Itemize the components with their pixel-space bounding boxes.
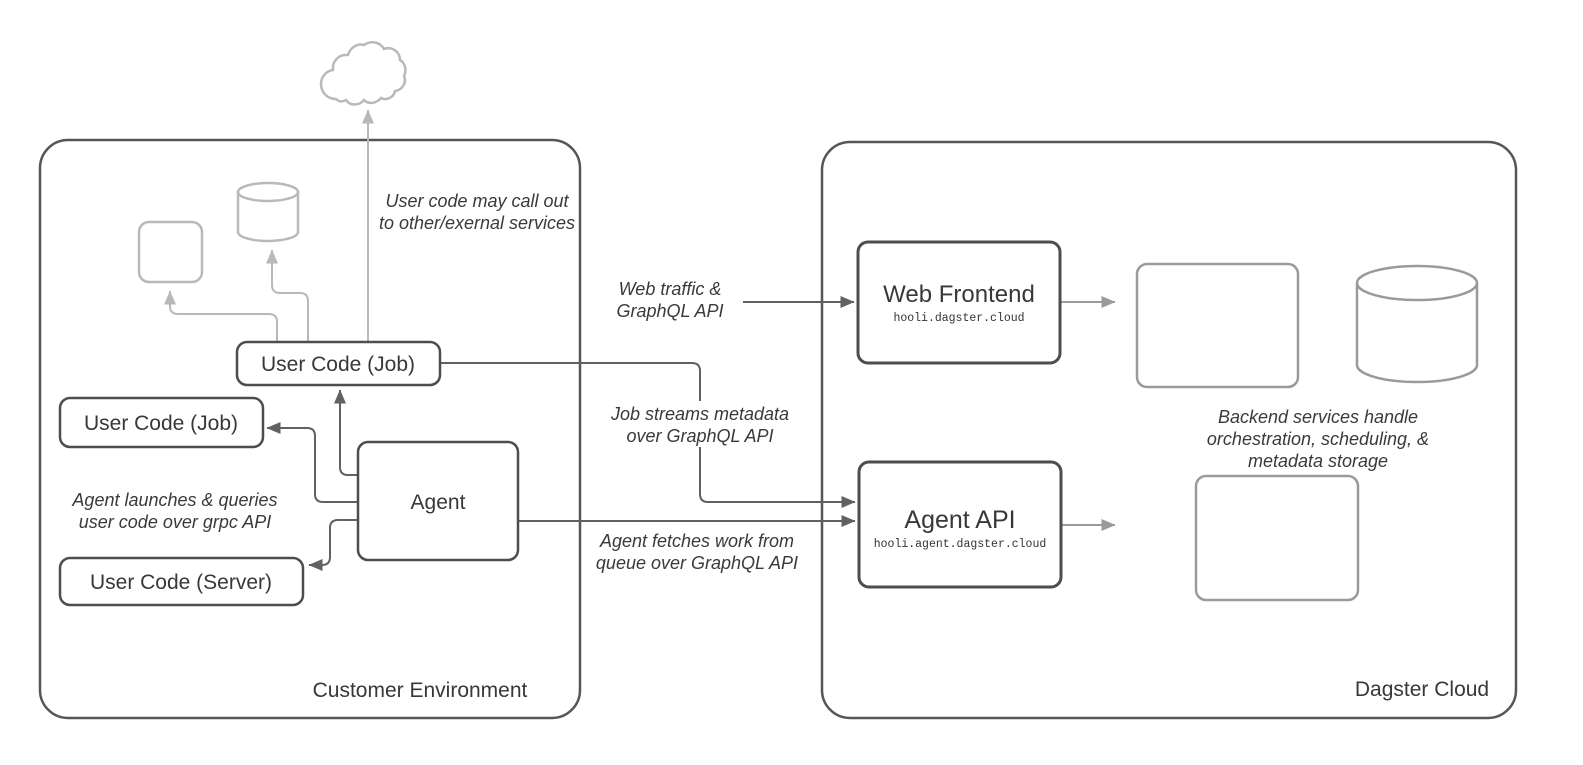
note-external-services: User code may call out to other/exernal …: [379, 191, 575, 233]
arrow-agent-to-job-left: [266, 422, 358, 503]
external-service-square: [137, 220, 204, 284]
cloud-icon: [319, 40, 407, 106]
user-code-job-left-label: User Code (Job): [84, 412, 238, 435]
backend-service-box-2: [1194, 474, 1360, 602]
svg-text:Backend services handle: Backend services handle: [1218, 407, 1418, 427]
note-web-traffic: Web traffic & GraphQL API: [616, 279, 723, 321]
svg-text:Web traffic &: Web traffic &: [619, 279, 722, 299]
customer-environment-label: Customer Environment: [313, 679, 528, 702]
svg-text:user code over grpc API: user code over grpc API: [79, 512, 271, 532]
node-web-frontend: Web Frontend hooli.dagster.cloud: [856, 240, 1062, 365]
agent-api-subtitle: hooli.agent.dagster.cloud: [874, 538, 1047, 551]
external-database-icon: [236, 181, 300, 243]
node-user-code-job-left: User Code (Job): [58, 396, 265, 449]
node-user-code-job-top: User Code (Job): [235, 340, 442, 387]
note-backend-services: Backend services handle orchestration, s…: [1207, 407, 1429, 471]
svg-text:over GraphQL API: over GraphQL API: [626, 426, 773, 446]
svg-text:Agent fetches work from: Agent fetches work from: [599, 531, 794, 551]
note-agent-launches: Agent launches & queries user code over …: [71, 490, 277, 532]
agent-label: Agent: [411, 491, 466, 514]
svg-text:GraphQL API: GraphQL API: [616, 301, 723, 321]
svg-text:Job streams metadata: Job streams metadata: [610, 404, 789, 424]
arrow-to-external-square: [164, 290, 278, 342]
note-agent-fetches: Agent fetches work from queue over Graph…: [596, 531, 798, 573]
node-agent: Agent: [356, 440, 520, 562]
web-frontend-subtitle: hooli.dagster.cloud: [893, 312, 1024, 325]
arrow-agent-to-server: [308, 519, 358, 571]
note-job-streams-bg: [608, 401, 792, 447]
svg-text:to other/exernal services: to other/exernal services: [379, 213, 575, 233]
svg-text:queue over GraphQL API: queue over GraphQL API: [596, 553, 798, 573]
svg-text:metadata storage: metadata storage: [1248, 451, 1388, 471]
user-code-server-label: User Code (Server): [90, 571, 272, 594]
node-user-code-server: User Code (Server): [58, 556, 305, 607]
dagster-cloud-label: Dagster Cloud: [1355, 678, 1489, 701]
svg-text:User code may call out: User code may call out: [385, 191, 569, 211]
note-job-streams: Job streams metadata over GraphQL API: [608, 401, 792, 447]
user-code-job-top-label: User Code (Job): [261, 353, 415, 376]
node-agent-api: Agent API hooli.agent.dagster.cloud: [857, 460, 1063, 589]
backend-database-icon: [1355, 264, 1479, 384]
svg-text:Agent launches & queries: Agent launches & queries: [71, 490, 277, 510]
backend-service-box-1: [1135, 262, 1300, 389]
web-frontend-label: Web Frontend: [883, 281, 1035, 308]
arrow-agent-launches-job: [334, 389, 358, 476]
agent-api-label: Agent API: [904, 506, 1015, 534]
arrow-to-external-database: [266, 249, 309, 342]
svg-text:orchestration, scheduling, &: orchestration, scheduling, &: [1207, 429, 1429, 449]
